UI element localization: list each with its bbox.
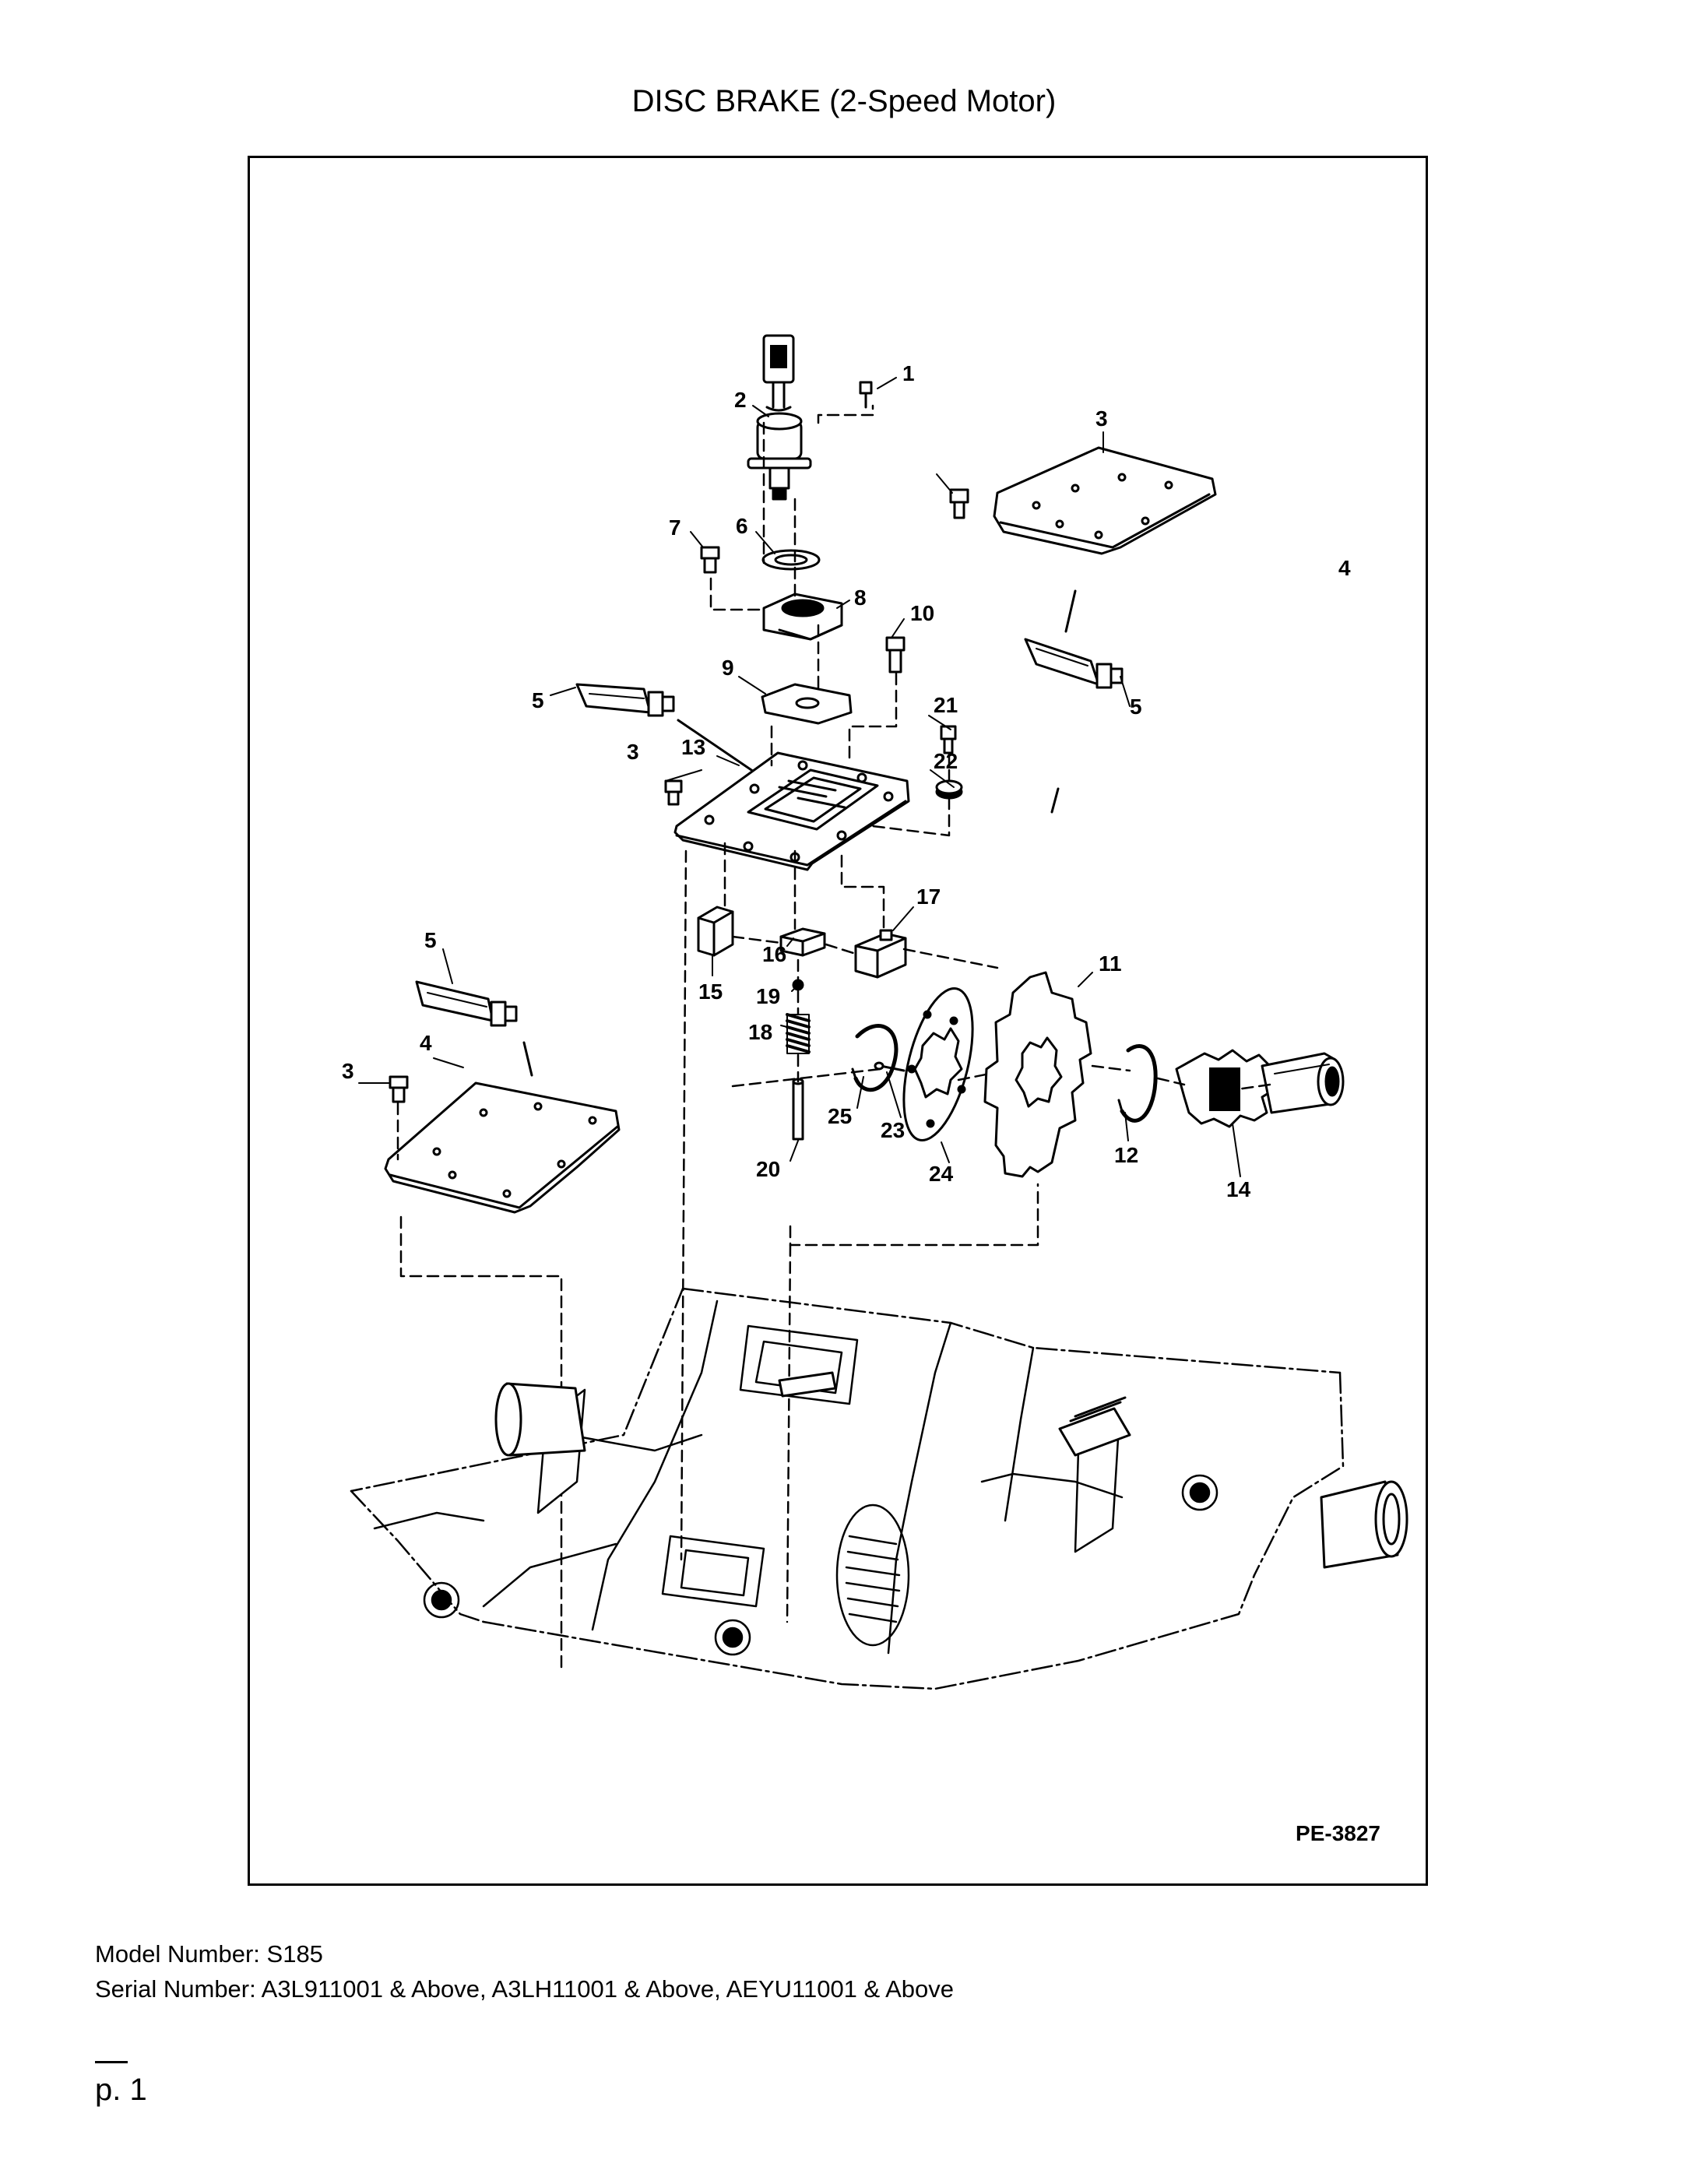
callout-label: 3 <box>627 740 639 764</box>
bolt-part <box>885 636 906 673</box>
callout-label: 22 <box>934 749 958 773</box>
page-number-rule <box>95 2061 128 2063</box>
dowel-pin-part <box>879 1064 906 1072</box>
friction-disc-part <box>902 987 974 1141</box>
solenoid-part <box>747 334 812 501</box>
callout-label: 5 <box>532 688 544 712</box>
serial-number: Serial Number: A3L911001 & Above, A3LH11… <box>95 1975 955 2003</box>
callout-label: 5 <box>1130 695 1142 719</box>
cover-plate-part <box>384 1081 621 1214</box>
callout-label: 2 <box>734 388 747 412</box>
callout-label: 5 <box>424 928 437 952</box>
callout-label: 16 <box>762 942 786 966</box>
callout-label: 21 <box>934 693 958 717</box>
page-title: DISC BRAKE (2-Speed Motor) <box>631 84 1057 118</box>
spring-part <box>786 1013 811 1054</box>
callout-label: 11 <box>1099 951 1122 976</box>
callout-label: 4 <box>1338 556 1351 580</box>
callout-label: 17 <box>916 885 941 909</box>
valve-block-part <box>762 593 843 641</box>
callout-leader-lines <box>358 377 1241 1177</box>
manifold-plate-part <box>673 751 910 871</box>
bracket-part <box>697 906 734 957</box>
callout-label: 15 <box>698 979 723 1004</box>
callout-label: 6 <box>736 514 748 538</box>
page-number: p. 1 <box>95 2073 147 2107</box>
bolt-part <box>389 1075 409 1103</box>
figure-code: PE-3827 <box>1296 1821 1380 1845</box>
loader-frame-drawing <box>350 1287 1345 1690</box>
o-ring-inner <box>774 554 808 566</box>
callout-label: 3 <box>1095 406 1108 431</box>
callout-label: 13 <box>681 735 705 759</box>
callout-label: 20 <box>756 1157 780 1181</box>
sealant-tube-part <box>575 683 675 717</box>
cover-plate-part <box>993 446 1217 555</box>
callout-label: 12 <box>1114 1143 1138 1167</box>
callout-label: 18 <box>748 1020 772 1044</box>
gasket-part <box>761 683 853 725</box>
callout-label: 14 <box>1226 1177 1251 1201</box>
bolt-part <box>664 779 683 806</box>
screw-part <box>859 381 873 409</box>
callout-label: 7 <box>669 515 681 540</box>
bolt-part <box>949 488 969 519</box>
frame-brake-housing <box>778 1371 1131 1457</box>
bracket-part <box>854 929 907 979</box>
callout-label: 23 <box>881 1118 905 1142</box>
model-number: Model Number: S185 <box>95 1940 323 1968</box>
callout-label: 24 <box>929 1162 954 1186</box>
callout-label: 25 <box>828 1104 852 1128</box>
drive-motor-part <box>1175 1049 1345 1128</box>
callout-numbers: 1 2 3 4 7 6 8 10 9 5 5 21 3 13 22 17 5 1… <box>342 361 1251 1201</box>
callout-label: 10 <box>910 601 934 625</box>
release-rod-part <box>792 1078 804 1141</box>
diagram-drawing: 1 2 3 4 7 6 8 10 9 5 5 21 3 13 22 17 5 1… <box>342 334 1408 1690</box>
snap-ring-part <box>853 1024 899 1092</box>
sealant-tube-part <box>415 980 518 1027</box>
callout-label: 4 <box>420 1031 432 1055</box>
exploded-parts-diagram: 1 2 3 4 7 6 8 10 9 5 5 21 3 13 22 17 5 1… <box>248 156 1428 1886</box>
brake-plate-part <box>983 971 1092 1178</box>
sealant-tube-part <box>1024 638 1124 689</box>
assembly-guide-lines <box>396 404 1271 1670</box>
callout-label: 9 <box>722 656 734 680</box>
callout-label: 8 <box>854 586 867 610</box>
bolt-part <box>700 546 720 574</box>
callout-label: 19 <box>756 984 780 1008</box>
axle-tube-part <box>494 1382 1408 1569</box>
o-ring-part <box>761 549 821 571</box>
snap-ring-part <box>1120 1044 1158 1123</box>
callout-label: 3 <box>342 1059 354 1083</box>
callout-label: 1 <box>902 361 915 385</box>
pin-block-part <box>779 927 826 957</box>
